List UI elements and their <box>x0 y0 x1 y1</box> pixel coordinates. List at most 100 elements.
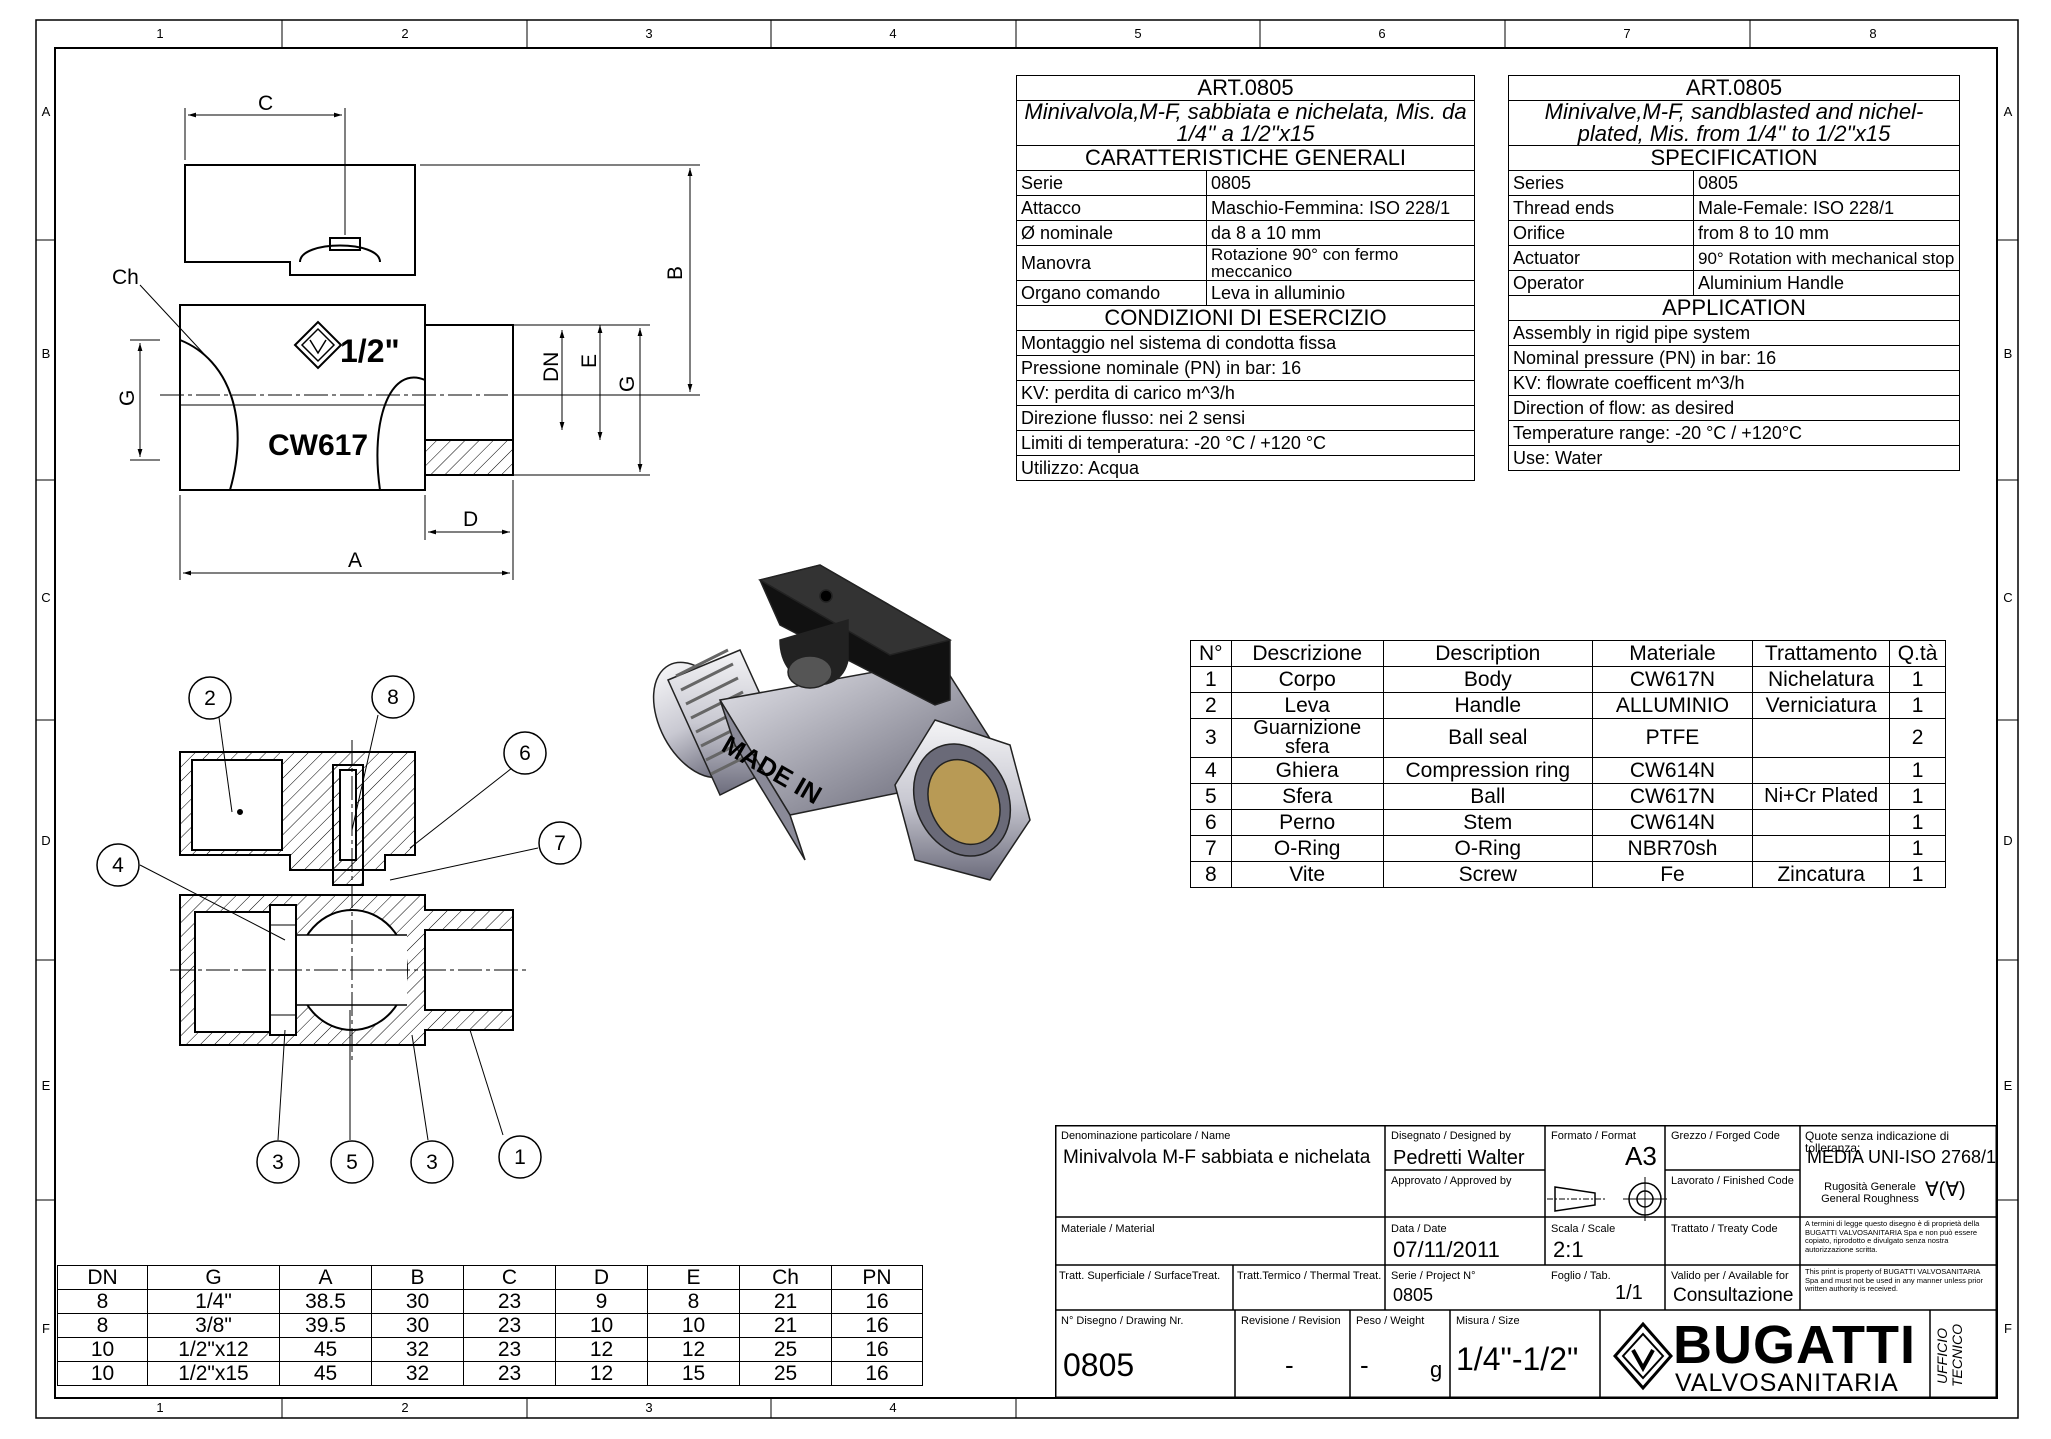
sheet-number: 1/1 <box>1615 1282 1643 1304</box>
svg-text:4: 4 <box>112 854 124 877</box>
table-row: Limiti di temperatura: -20 °C / +120 °C <box>1016 430 1475 456</box>
drawing-nr-label: N° Disegno / Drawing Nr. <box>1061 1315 1184 1327</box>
svg-text:8: 8 <box>387 686 399 709</box>
svg-text:G: G <box>616 376 639 392</box>
revision-label: Revisione / Revision <box>1241 1315 1341 1327</box>
treaty-label: Trattato / Treaty Code <box>1671 1223 1778 1235</box>
svg-text:2: 2 <box>401 1400 408 1415</box>
designed-label: Disegnato / Designed by <box>1391 1130 1511 1142</box>
svg-text:7: 7 <box>554 832 566 855</box>
valid-for: Consultazione <box>1673 1285 1794 1306</box>
svg-text:7: 7 <box>1623 26 1630 41</box>
svg-text:E: E <box>578 354 601 368</box>
part-name: Minivalvola M-F sabbiata e nichelata <box>1063 1147 1371 1168</box>
svg-text:6: 6 <box>519 742 531 765</box>
table-row: KV: perdita di carico m^3/h <box>1016 380 1475 406</box>
revision-value: - <box>1285 1350 1294 1380</box>
svg-text:3: 3 <box>426 1151 438 1174</box>
technical-office-label: UFFICIO TECNICO <box>1934 1324 1965 1388</box>
svg-text:B: B <box>42 346 51 361</box>
section-heading: SPECIFICATION <box>1508 145 1960 171</box>
table-row: Nominal pressure (PN) in bar: 16 <box>1508 345 1960 371</box>
thermal-treat-label: Tratt.Termico / Thermal Treat. <box>1237 1270 1382 1282</box>
spec-table-italian: ART.0805 Minivalvola,M-F, sabbiata e nic… <box>1016 75 1475 481</box>
svg-text:1: 1 <box>514 1146 526 1169</box>
valve-3d-render <box>652 564 1031 881</box>
svg-text:E: E <box>42 1078 51 1093</box>
scale-label: Scala / Scale <box>1551 1223 1616 1235</box>
tolerance-label: Quote senza indicazione di tolleranza: <box>1805 1129 1950 1155</box>
weight-unit: g <box>1430 1357 1443 1382</box>
weight-value: - <box>1360 1350 1369 1380</box>
title-block-grid <box>1055 1125 1997 1398</box>
svg-text:2: 2 <box>401 26 408 41</box>
svg-text:A: A <box>348 549 362 572</box>
svg-text:5: 5 <box>1134 26 1141 41</box>
table-row: Direction of flow: as desired <box>1508 395 1960 421</box>
roughness-icon: ∀(∀) <box>1925 1179 1966 1201</box>
svg-text:4: 4 <box>889 1400 896 1415</box>
elevation-labels: C B Ch DN E G G D A 1/2" CW617 <box>112 92 687 572</box>
svg-text:D: D <box>463 508 478 531</box>
approved-label: Approvato / Approved by <box>1391 1175 1512 1187</box>
title-block: Denominazione particolare / Name Minival… <box>1055 1125 1997 1398</box>
section-heading: CONDIZIONI DI ESERCIZIO <box>1016 305 1475 331</box>
spec-table-english: ART.0805 Minivalve,M-F, sandblasted and … <box>1508 75 1960 471</box>
table-row: Use: Water <box>1508 445 1960 471</box>
art-code: ART.0805 <box>1508 75 1960 101</box>
table-row: Temperature range: -20 °C / +120°C <box>1508 420 1960 446</box>
brand-name: BUGATTI <box>1673 1315 1916 1375</box>
table-row: Assembly in rigid pipe system <box>1508 320 1960 346</box>
svg-text:CW617: CW617 <box>268 429 368 462</box>
svg-text:D: D <box>41 833 50 848</box>
svg-text:5: 5 <box>346 1151 358 1174</box>
svg-text:G: G <box>116 390 139 406</box>
project-label: Serie / Project N° <box>1391 1270 1476 1282</box>
material-label: Materiale / Material <box>1061 1223 1155 1235</box>
svg-text:E: E <box>2004 1078 2013 1093</box>
balloon-labels: 2 8 6 7 4 3 5 3 1 <box>112 686 566 1174</box>
svg-text:1: 1 <box>156 26 163 41</box>
svg-text:Ch: Ch <box>112 266 139 289</box>
svg-text:1/2": 1/2" <box>340 333 400 369</box>
legal-notice-it: A termini di legge questo disegno è di p… <box>1805 1219 1980 1254</box>
svg-text:A: A <box>42 104 51 119</box>
tolerance-standard: MEDIA UNI-ISO 2768/1 <box>1807 1147 1997 1167</box>
legal-notice-en: This print is property of BUGATTI VALVOS… <box>1805 1267 1984 1293</box>
weight-label: Peso / Weight <box>1356 1315 1425 1327</box>
sheet-label: Foglio / Tab. <box>1551 1270 1611 1282</box>
project-number: 0805 <box>1393 1285 1434 1305</box>
svg-text:DN: DN <box>540 352 563 382</box>
svg-text:3: 3 <box>645 26 652 41</box>
frame-column-labels: 1 2 3 4 5 6 7 8 1 2 3 4 <box>156 26 1876 1415</box>
svg-text:3: 3 <box>645 1400 652 1415</box>
surface-treat-label: Tratt. Superficiale / SurfaceTreat. <box>1059 1270 1221 1282</box>
svg-text:B: B <box>664 266 687 280</box>
svg-text:C: C <box>2003 590 2012 605</box>
size-label: Misura / Size <box>1456 1315 1520 1327</box>
table-row: Utilizzo: Acqua <box>1016 455 1475 481</box>
size-value: 1/4"-1/2" <box>1456 1341 1579 1377</box>
svg-text:1: 1 <box>156 1400 163 1415</box>
table-row: Montaggio nel sistema di condotta fissa <box>1016 330 1475 356</box>
svg-text:3: 3 <box>272 1151 284 1174</box>
frame-row-labels: A B C D E F A B C D E F <box>41 104 2012 1336</box>
svg-text:C: C <box>258 92 273 115</box>
svg-text:A: A <box>2004 104 2013 119</box>
